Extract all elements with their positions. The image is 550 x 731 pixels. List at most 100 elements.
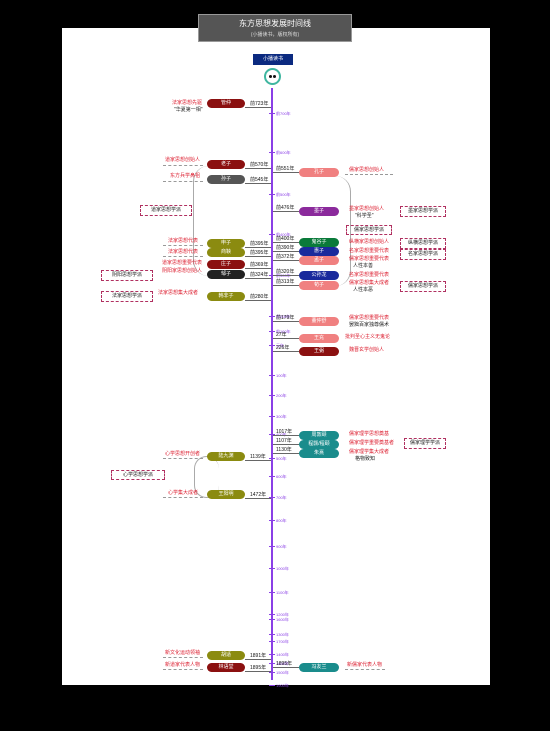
philosopher-node[interactable]: 商鞅 — [207, 248, 245, 257]
note-underline — [163, 657, 203, 658]
century-label: 1000年 — [276, 566, 289, 571]
note-guanzhong-b: "华夏第一相" — [174, 107, 203, 113]
philosopher-node[interactable]: 王弼 — [299, 347, 339, 356]
node-year: 27年 — [276, 332, 287, 338]
philosopher-node[interactable]: 孔子 — [299, 168, 339, 177]
philosopher-node[interactable]: 胡适 — [207, 651, 245, 660]
philosopher-node[interactable]: 庄子 — [207, 260, 245, 269]
node-connector — [245, 460, 271, 461]
node-year: 前324年 — [250, 272, 269, 278]
philosopher-node[interactable]: 孟子 — [299, 256, 339, 265]
philosopher-node[interactable]: 陆九渊 — [207, 452, 245, 461]
century-label: 前500年 — [276, 192, 291, 197]
node-year: 前545年 — [250, 177, 269, 183]
century-tick — [269, 194, 275, 195]
note-zouzi: 阴阳家思想创始人 — [162, 268, 203, 274]
philosopher-node[interactable]: 公孙龙 — [299, 271, 339, 280]
century-tick — [269, 331, 275, 332]
philosopher-node[interactable]: 王阳明 — [207, 490, 245, 499]
note-mengzi-b: 人性本善 — [353, 263, 374, 269]
school-box-lixue: 儒家理学学派 — [404, 438, 446, 449]
century-tick — [269, 316, 275, 317]
school-box-daojia: 道家思想学派 — [140, 205, 192, 216]
node-year: 226年 — [276, 345, 290, 351]
note-underline — [345, 174, 393, 175]
philosopher-node[interactable]: 朱熹 — [299, 449, 339, 458]
century-tick — [269, 592, 275, 593]
century-label: 1500年 — [276, 670, 289, 675]
note-mengzi-a: 儒家思想重要代表 — [349, 256, 390, 262]
note-dongzhongshu-b: 罢黜百家独尊儒术 — [349, 322, 390, 328]
note-zhuxi-a: 儒家理学集大成者 — [349, 449, 390, 455]
node-connector — [273, 351, 299, 352]
school-box-xinxue: 心学思想学派 — [111, 470, 165, 480]
node-year: 1472年 — [250, 492, 267, 498]
century-label: 300年 — [276, 414, 287, 419]
philosopher-node[interactable]: 董仲舒 — [299, 317, 339, 326]
philosopher-node[interactable]: 老子 — [207, 160, 245, 169]
century-tick — [269, 546, 275, 547]
philosopher-node[interactable]: 韩非子 — [207, 292, 245, 301]
philosopher-node[interactable]: 申子 — [207, 239, 245, 248]
century-tick — [269, 434, 275, 435]
node-connector — [245, 256, 271, 257]
note-underline — [163, 165, 203, 166]
node-year: 前320年 — [276, 269, 295, 275]
century-label: 前700年 — [276, 111, 291, 116]
century-tick — [269, 641, 275, 642]
philosopher-node[interactable]: 周敦颐 — [299, 431, 339, 440]
philosopher-node[interactable]: 孙子 — [207, 175, 245, 184]
panda-logo-icon — [264, 68, 281, 85]
node-year: 前723年 — [250, 101, 269, 107]
century-tick — [269, 416, 275, 417]
note-dongzhongshu-a: 儒家思想重要代表 — [349, 315, 390, 321]
philosopher-node[interactable]: 管仲 — [207, 99, 245, 108]
philosopher-node[interactable]: 墨子 — [299, 207, 339, 216]
philosopher-node[interactable]: 惠子 — [299, 247, 339, 256]
node-year: 前179年 — [276, 315, 295, 321]
note-underline — [163, 458, 203, 459]
century-tick — [269, 234, 275, 235]
note-laozi: 道家思想创始人 — [165, 157, 201, 163]
century-tick — [269, 663, 275, 664]
node-year: 前395年 — [250, 250, 269, 256]
century-tick — [269, 672, 275, 673]
century-label: 1800年 — [276, 661, 289, 666]
note-underline — [163, 245, 203, 246]
century-label: 1200年 — [276, 612, 289, 617]
century-label: 1400年 — [276, 652, 289, 657]
node-year: 1895年 — [250, 665, 267, 671]
note-guanzhong-a: 法家思想先驱 — [172, 100, 203, 106]
note-mozi-b: "科学圣" — [355, 213, 374, 219]
century-tick — [269, 634, 275, 635]
node-year: 前390年 — [276, 245, 295, 251]
note-underline — [345, 669, 385, 670]
node-year: 前476年 — [276, 205, 295, 211]
philosopher-node[interactable]: 程颢/程颐 — [299, 440, 339, 449]
century-label: 800年 — [276, 518, 287, 523]
note-fengyoulan: 新儒家代表人物 — [347, 662, 383, 668]
philosopher-node[interactable]: 邹子 — [207, 270, 245, 279]
node-connector — [245, 671, 271, 672]
note-sunzi: 东方兵学鼻祖 — [170, 173, 201, 179]
page-title: 东方思想发展时间线 — [239, 19, 311, 28]
note-wangyangming: 心学集大成者 — [168, 490, 199, 496]
philosopher-node[interactable]: 林语堂 — [207, 663, 245, 672]
philosopher-node[interactable]: 冯友兰 — [299, 663, 339, 672]
node-year: 前395年 — [250, 241, 269, 247]
philosopher-node[interactable]: 荀子 — [299, 281, 339, 290]
note-linyutang: 新道家代表人物 — [165, 662, 201, 668]
node-year: 前551年 — [276, 166, 295, 172]
philosopher-node[interactable]: 鬼谷子 — [299, 238, 339, 247]
node-connector — [273, 321, 299, 322]
note-huizi: 名家思想重要代表 — [349, 248, 390, 254]
node-year: 前570年 — [250, 162, 269, 168]
note-zhoudunyi: 儒家理学思想奠基 — [349, 431, 390, 437]
note-underline — [163, 669, 203, 670]
node-year: 前400年 — [276, 236, 295, 242]
philosopher-node[interactable]: 王充 — [299, 334, 339, 343]
node-connector — [273, 444, 299, 445]
note-gongsunlong: 名家思想重要代表 — [349, 272, 390, 278]
century-label: 500年 — [276, 456, 287, 461]
note-chenghao: 儒家理学重要奠基者 — [349, 440, 395, 446]
